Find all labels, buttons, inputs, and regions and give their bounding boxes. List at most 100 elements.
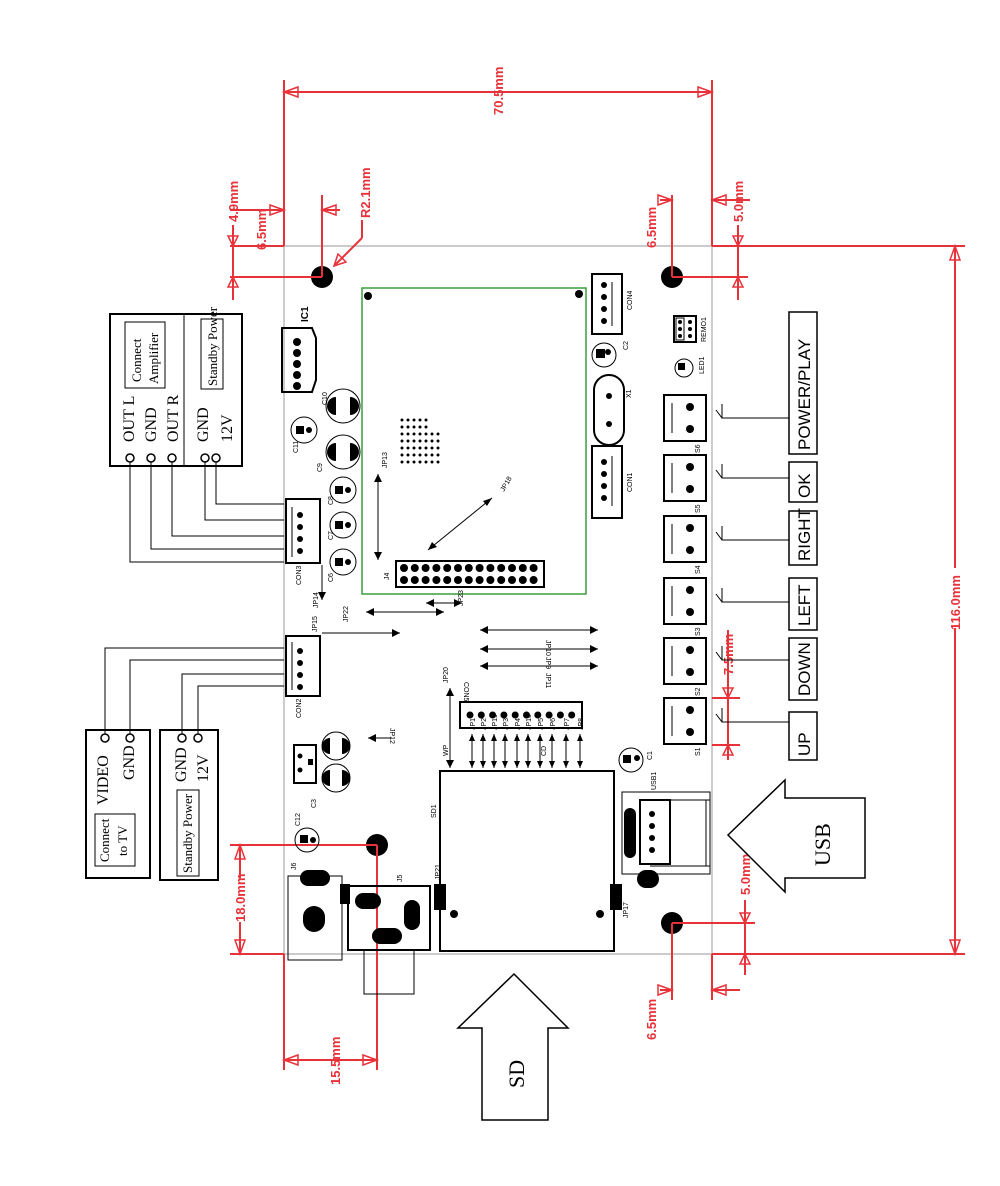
jp18-arrow	[427, 497, 493, 551]
led1-label: LED1	[699, 356, 706, 374]
x1-label: X1	[626, 389, 633, 398]
v12-video-label: 12V	[195, 754, 212, 782]
dim-bottom-hole-x-label: 15.5mm	[328, 1037, 343, 1085]
button-label-powerplay: POWER/PLAY	[715, 311, 818, 455]
button-label-text: POWER/PLAY	[795, 339, 814, 450]
dim-usb-offset-label: 5.0mm	[738, 854, 753, 895]
c3-caps: C3	[293, 731, 351, 808]
standby-power-video-label: Standby Power	[180, 793, 195, 873]
dim-width-top-label: 70.5mm	[491, 67, 506, 115]
jp22-label: JP22	[343, 606, 350, 622]
switch-s6: S6	[663, 394, 707, 453]
j6-label: J6	[291, 863, 298, 871]
switch-ref-label: S1	[695, 747, 702, 756]
con1-label: CON1	[627, 472, 634, 492]
button-label-right: RIGHT	[715, 508, 818, 566]
remo1-label: REMO1	[701, 317, 708, 342]
button-label-text: LEFT	[795, 584, 814, 626]
dim-height-right: 116.0mm	[712, 243, 965, 957]
dim-height-right-label: 116.0mm	[948, 575, 963, 630]
jp23-label: JP23	[458, 590, 465, 606]
jp-vertical-arrows	[469, 734, 583, 768]
cd-label: CD	[541, 746, 548, 756]
j4-header	[395, 560, 545, 588]
jp18-label: JP18	[500, 476, 514, 493]
con3-label: CON3	[296, 565, 303, 585]
button-label-text: OK	[795, 473, 814, 498]
audio-connection-box: Connect Amplifier Standby Power OUT L GN…	[109, 306, 243, 467]
gnd-audio-label: GND	[143, 407, 160, 442]
c8-label: C8	[328, 496, 335, 505]
jp-horizontal-arrows	[480, 626, 598, 670]
jp-pin-label: JP7	[564, 718, 571, 730]
usb-arrow: USB	[726, 778, 866, 894]
dim-top-right: 6.5mm 5.0mm	[644, 181, 750, 300]
module-hole	[364, 292, 372, 300]
ic1: IC1	[281, 306, 317, 393]
switch-s4: S4	[663, 515, 707, 574]
jp14-label: JP14	[313, 592, 320, 608]
v12-label: 12V	[219, 414, 236, 442]
jp-pin-label: JP8	[578, 718, 585, 730]
con2-label: CON2	[296, 698, 303, 718]
j5-jack: J5	[340, 875, 431, 995]
jp21-label: JP21	[435, 864, 442, 880]
usb-connector: USB1	[621, 772, 711, 888]
dim-bottom-left: 18.0mm 15.5mm	[230, 842, 380, 1085]
connect-amp-label-2: Amplifier	[146, 332, 161, 384]
button-label-up: UP	[715, 708, 818, 761]
dim-top-right-offset-label: 6.5mm	[644, 207, 659, 248]
out-r-label: OUT R	[165, 394, 182, 442]
x1-crystal: X1	[593, 374, 633, 446]
jp9-label: JP9	[544, 657, 551, 669]
con2-connector: CON2	[285, 635, 321, 718]
con4-connector: CON4	[591, 273, 634, 335]
button-label-left: LEFT	[715, 577, 818, 631]
con4-label: CON4	[627, 290, 634, 310]
jp17-label: JP17	[623, 902, 630, 918]
sd-card-slot: SD1	[431, 770, 615, 952]
dim-bottom-right: 6.5mm 5.0mm	[644, 854, 755, 1040]
standby-power-label: Standby Power	[205, 306, 220, 386]
jp-pin-label: JP5	[538, 718, 545, 730]
switch-s3: S3	[663, 577, 707, 636]
connect-amp-label-1: Connect	[129, 338, 144, 382]
con3-connector: CON3	[285, 498, 321, 585]
j6-jack: J6	[287, 863, 343, 961]
c12-label: C12	[295, 813, 302, 826]
usb1-label: USB1	[651, 772, 658, 790]
jp-pin-label: JP16	[526, 714, 533, 730]
wp-label: WP	[443, 744, 450, 756]
jp10-label: JP10	[544, 640, 551, 656]
button-label-text: UP	[795, 732, 814, 756]
jp21-block	[434, 884, 446, 910]
dim-button-spacing-label: 7.5mm	[721, 634, 736, 675]
c6-label: C6	[328, 573, 335, 582]
jp13-label: JP13	[382, 452, 389, 468]
c3-label: C3	[311, 799, 318, 808]
c7-label: C7	[328, 531, 335, 540]
connect-tv-label-2: to TV	[115, 825, 130, 856]
video-connection-box: VIDEO GND Connect to TV GND 12V Standby …	[85, 729, 219, 881]
switch-s1: S1	[663, 697, 707, 756]
con1-connector: CON1	[591, 445, 634, 519]
dim-left-margin-label: 4.9mm	[226, 181, 241, 222]
c1-label: C1	[647, 751, 654, 760]
switch-s5: S5	[663, 454, 707, 513]
remo1: REMO1	[673, 315, 708, 343]
jp17-block	[610, 884, 622, 910]
dim-left-offset-label: 6.5mm	[254, 209, 269, 250]
led1: LED1	[674, 356, 706, 378]
dim-radius-label: R2.1mm	[358, 167, 373, 218]
display-module-outline	[361, 287, 587, 595]
dim-top-left: 4.9mm 6.5mm	[226, 181, 340, 300]
jp-pin-label: JP1	[470, 718, 477, 730]
switch-ref-label: S4	[695, 565, 702, 574]
sd-arrow: SD	[456, 972, 570, 1121]
jp-pin-label: JP4	[515, 718, 522, 730]
audio-wires	[129, 462, 284, 563]
video-label: VIDEO	[95, 755, 112, 805]
out-l-label: OUT L	[121, 396, 138, 442]
